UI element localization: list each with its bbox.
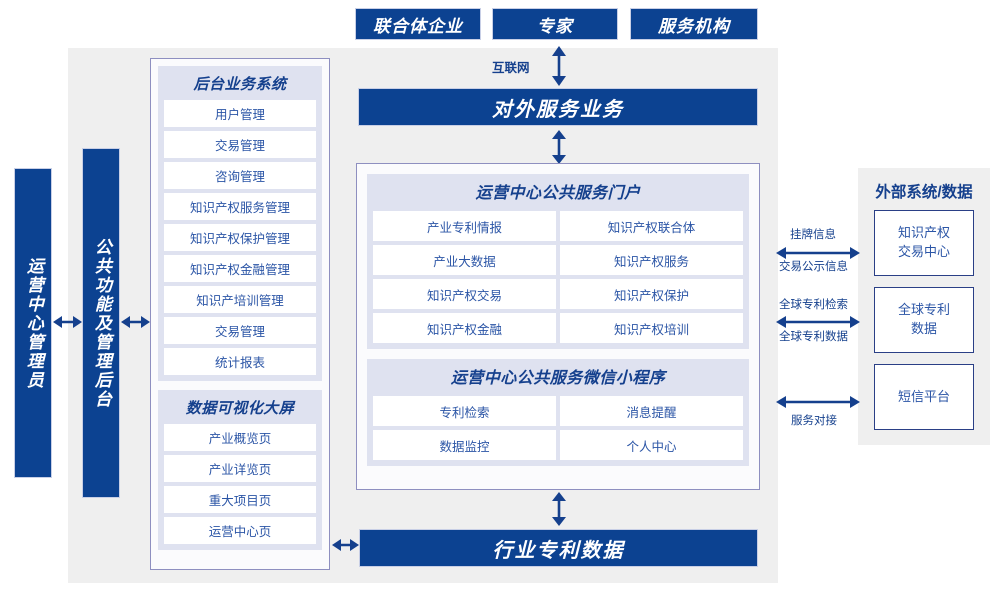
industry-patent-data-banner[interactable]: 行业专利数据 bbox=[359, 529, 758, 567]
module-item[interactable]: 交易管理 bbox=[164, 131, 316, 158]
external-link-label-below: 交易公示信息 bbox=[779, 261, 848, 273]
external-system-label: 全球专利 数据 bbox=[897, 302, 950, 336]
external-service-banner[interactable]: 对外服务业务 bbox=[358, 88, 758, 126]
module-item[interactable]: 知识产权金融管理 bbox=[164, 255, 316, 282]
modules-to-patent-data-arrow bbox=[332, 535, 359, 555]
miniapp-items-grid: 专利检索 消息提醒 数据监控 个人中心 bbox=[373, 396, 743, 460]
group-title: 数据可视化大屏 bbox=[185, 400, 295, 417]
role-label: 公共功能及管理后台 bbox=[91, 237, 111, 409]
module-item[interactable]: 知识产培训管理 bbox=[164, 286, 316, 313]
portal-item[interactable]: 知识产权培训 bbox=[560, 313, 743, 343]
module-item[interactable]: 交易管理 bbox=[164, 317, 316, 344]
module-item[interactable]: 知识产权服务管理 bbox=[164, 193, 316, 220]
external-link-arrow-trading bbox=[776, 243, 860, 263]
module-item[interactable]: 用户管理 bbox=[164, 100, 316, 127]
admin-to-backend-arrow bbox=[53, 312, 82, 332]
miniapp-item[interactable]: 数据监控 bbox=[373, 430, 556, 460]
module-item[interactable]: 运营中心页 bbox=[164, 517, 316, 544]
external-link-label-below: 服务对接 bbox=[791, 415, 837, 427]
portal-item[interactable]: 产业专利情报 bbox=[373, 211, 556, 241]
external-service-banner-label: 对外服务业务 bbox=[492, 98, 624, 121]
portal-item[interactable]: 知识产权联合体 bbox=[560, 211, 743, 241]
miniapp-item[interactable]: 专利检索 bbox=[373, 396, 556, 426]
external-link-label-below: 全球专利数据 bbox=[779, 331, 848, 343]
left-modules-card: 后台业务系统 用户管理 交易管理 咨询管理 知识产权服务管理 知识产权保护管理 … bbox=[150, 58, 330, 570]
visualization-items: 产业概览页 产业详览页 重大项目页 运营中心页 bbox=[164, 424, 316, 544]
external-systems-panel: 外部系统/数据 知识产权 交易中心 全球专利 数据 短信平台 bbox=[858, 168, 990, 445]
wechat-miniapp-group: 运营中心公共服务微信小程序 专利检索 消息提醒 数据监控 个人中心 bbox=[367, 359, 749, 466]
top-actor-label: 服务机构 bbox=[658, 16, 730, 36]
portal-item[interactable]: 产业大数据 bbox=[373, 245, 556, 275]
portal-items-grid: 产业专利情报 知识产权联合体 产业大数据 知识产权服务 知识产权交易 知识产权保… bbox=[373, 211, 743, 343]
backend-business-system-group: 后台业务系统 用户管理 交易管理 咨询管理 知识产权服务管理 知识产权保护管理 … bbox=[158, 66, 322, 381]
data-visualization-group: 数据可视化大屏 产业概览页 产业详览页 重大项目页 运营中心页 bbox=[158, 390, 322, 550]
external-system-global-patent-data[interactable]: 全球专利 数据 bbox=[874, 287, 974, 353]
miniapp-item[interactable]: 个人中心 bbox=[560, 430, 743, 460]
industry-patent-data-label: 行业专利数据 bbox=[492, 539, 625, 562]
top-actor-expert[interactable]: 专家 bbox=[492, 8, 618, 40]
module-item[interactable]: 重大项目页 bbox=[164, 486, 316, 513]
module-item[interactable]: 统计报表 bbox=[164, 348, 316, 375]
external-link-arrow-global-patent bbox=[776, 312, 860, 332]
external-system-sms-platform[interactable]: 短信平台 bbox=[874, 364, 974, 430]
internet-arrow bbox=[548, 46, 570, 86]
miniapp-item[interactable]: 消息提醒 bbox=[560, 396, 743, 426]
portal-item[interactable]: 知识产权交易 bbox=[373, 279, 556, 309]
internet-label: 互联网 bbox=[492, 61, 530, 75]
module-item[interactable]: 咨询管理 bbox=[164, 162, 316, 189]
external-link-arrow-sms bbox=[776, 392, 860, 412]
external-system-label: 短信平台 bbox=[897, 388, 950, 404]
role-public-function-backend[interactable]: 公共功能及管理后台 bbox=[82, 148, 120, 498]
module-item[interactable]: 知识产权保护管理 bbox=[164, 224, 316, 251]
module-item[interactable]: 产业概览页 bbox=[164, 424, 316, 451]
role-label: 运营中心管理员 bbox=[23, 256, 43, 390]
external-link-label-above: 全球专利检索 bbox=[779, 299, 848, 311]
public-service-portal-group: 运营中心公共服务门户 产业专利情报 知识产权联合体 产业大数据 知识产权服务 知… bbox=[367, 174, 749, 349]
external-system-ip-trading-center[interactable]: 知识产权 交易中心 bbox=[874, 210, 974, 276]
group-title: 运营中心公共服务门户 bbox=[475, 185, 641, 202]
external-systems-title: 外部系统/数据 bbox=[875, 184, 973, 201]
role-operation-center-admin[interactable]: 运营中心管理员 bbox=[14, 168, 52, 478]
top-actor-service-org[interactable]: 服务机构 bbox=[630, 8, 758, 40]
module-item[interactable]: 产业详览页 bbox=[164, 455, 316, 482]
group-title: 后台业务系统 bbox=[193, 76, 287, 93]
portal-item[interactable]: 知识产权金融 bbox=[373, 313, 556, 343]
external-link-label-above: 挂牌信息 bbox=[790, 229, 836, 241]
services-to-patent-data-arrow bbox=[548, 492, 570, 526]
top-actor-label: 专家 bbox=[537, 16, 573, 36]
portal-item[interactable]: 知识产权保护 bbox=[560, 279, 743, 309]
portal-item[interactable]: 知识产权服务 bbox=[560, 245, 743, 275]
banner-to-portal-arrow bbox=[548, 130, 570, 164]
backend-to-modules-arrow bbox=[121, 312, 150, 332]
public-services-card: 运营中心公共服务门户 产业专利情报 知识产权联合体 产业大数据 知识产权服务 知… bbox=[356, 163, 760, 490]
top-actor-lianheti[interactable]: 联合体企业 bbox=[355, 8, 481, 40]
group-title: 运营中心公共服务微信小程序 bbox=[450, 370, 666, 387]
top-actor-label: 联合体企业 bbox=[373, 16, 463, 36]
backend-items: 用户管理 交易管理 咨询管理 知识产权服务管理 知识产权保护管理 知识产权金融管… bbox=[164, 100, 316, 375]
external-system-label: 知识产权 交易中心 bbox=[897, 225, 950, 259]
